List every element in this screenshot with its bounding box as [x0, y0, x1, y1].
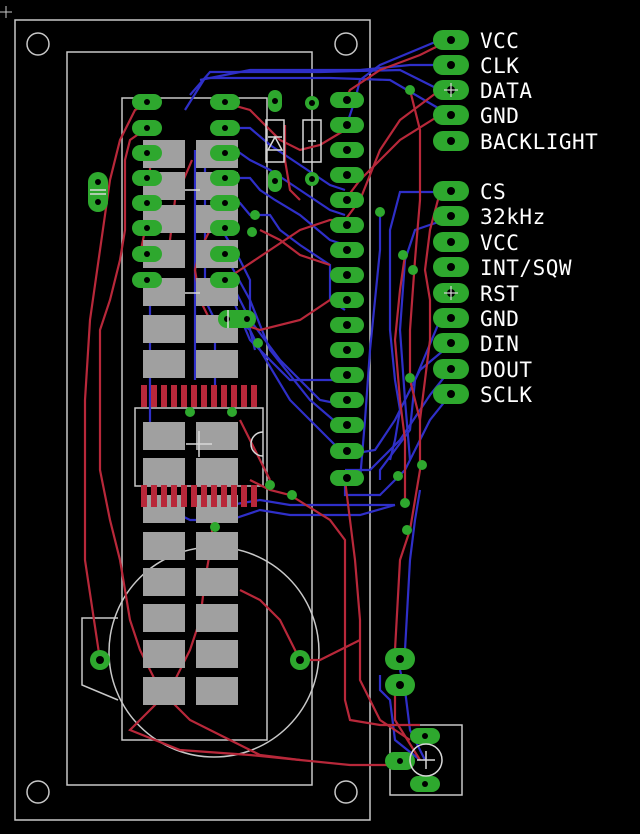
- mounting-holes: [26, 32, 358, 804]
- pin-label-vcc-2: VCC: [480, 231, 520, 255]
- pad-drills: [95, 96, 428, 787]
- pin-label-gnd: GND: [480, 104, 520, 128]
- pin-label-vcc: VCC: [480, 29, 520, 53]
- pin-label-gnd-2: GND: [480, 307, 520, 331]
- origin-marker: [0, 6, 12, 18]
- pin-label-clk: CLK: [480, 54, 520, 78]
- through-hole-pads: [88, 90, 440, 792]
- bottom-layer-traces: [148, 38, 451, 761]
- pin-label-backlight: BACKLIGHT: [480, 130, 599, 154]
- ic-soic-pads: [141, 385, 257, 507]
- board-outline: [14, 19, 463, 821]
- display-header-pads: [433, 30, 469, 151]
- pin-label-sclk: SCLK: [480, 383, 533, 407]
- pin-label-rst: RST: [480, 282, 520, 306]
- smd-pads: [143, 140, 238, 705]
- pin-label-din: DIN: [480, 332, 520, 356]
- pin-label-dout: DOUT: [480, 358, 533, 382]
- pin-label-32khz: 32kHz: [480, 205, 546, 229]
- pin1-markers: [444, 83, 458, 300]
- pin-label-cs: CS: [480, 180, 507, 204]
- pin-label-data: DATA: [480, 79, 533, 103]
- component-silkscreen: [90, 119, 443, 777]
- vias: [185, 85, 427, 535]
- pin-label-int-sqw: INT/SQW: [480, 256, 573, 280]
- ic-silkscreen: [186, 431, 264, 457]
